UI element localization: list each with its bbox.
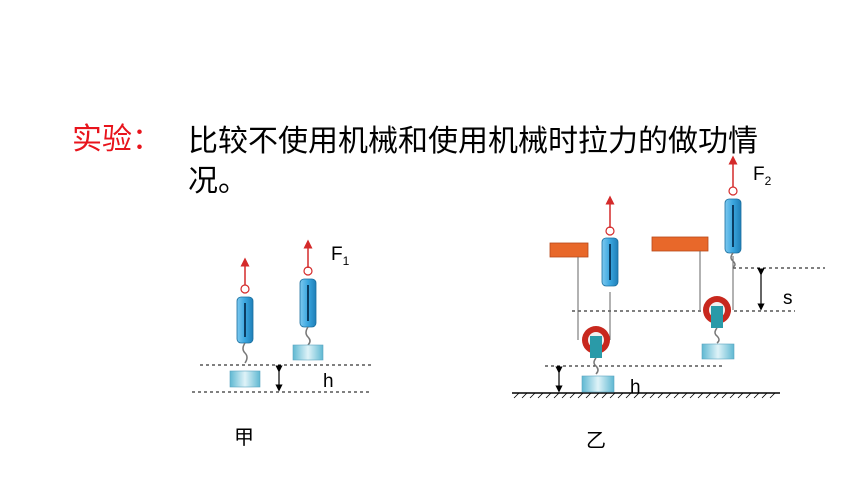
force-symbol-f2: F <box>753 164 765 185</box>
pulley-setup-initial <box>549 195 619 393</box>
diagram-left <box>192 239 372 393</box>
diagram-right <box>512 155 825 399</box>
force-label-f1: F1 <box>331 244 349 268</box>
ground-hatching <box>513 392 776 399</box>
experiment-label: 实验： <box>72 122 162 157</box>
height-label-left: h <box>323 371 334 392</box>
caption-right: 乙 <box>586 428 606 452</box>
experiment-description: 比较不使用机械和使用机械时拉力的做功情况。 <box>188 124 758 199</box>
caption-left: 甲 <box>234 425 254 449</box>
force-label-f2: F2 <box>753 164 771 188</box>
force-symbol-f1: F <box>331 244 343 265</box>
force-subscript-f1: 1 <box>342 253 350 268</box>
force-subscript-f2: 2 <box>764 173 772 188</box>
pulley-setup-final <box>651 155 742 360</box>
distance-label: s <box>783 288 793 309</box>
spring-scale-a <box>229 257 261 388</box>
height-label-right: h <box>630 377 641 398</box>
spring-scale-b <box>292 239 324 361</box>
